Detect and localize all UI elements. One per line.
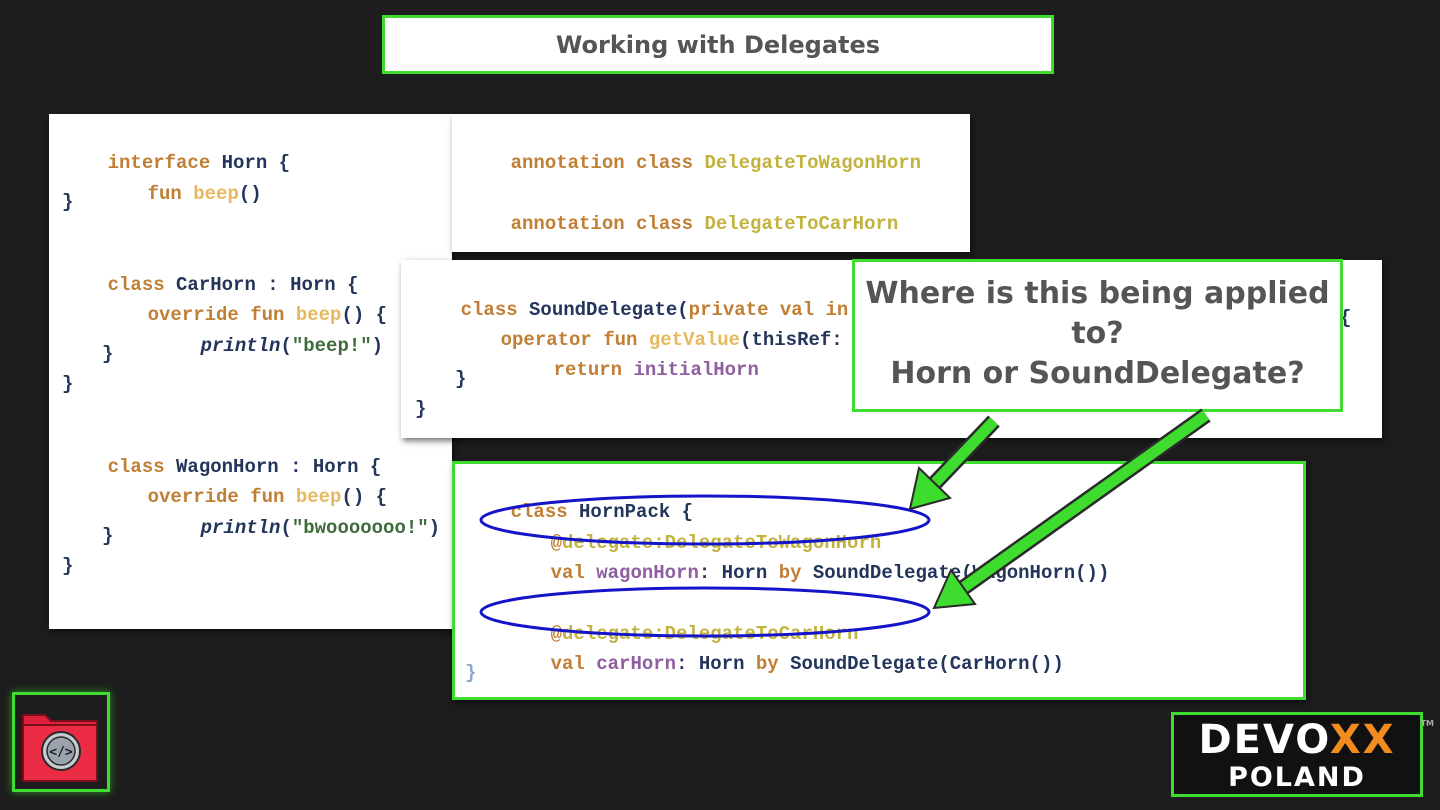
code-line: annotation class DelegateToWagonHorn (510, 152, 922, 174)
devoxx-city: POLAND (1228, 762, 1366, 793)
code-line: } (62, 373, 74, 395)
code-line: println("beep!") (200, 335, 384, 357)
hornpack-code-panel: class HornPack { @delegate:DelegateToWag… (452, 461, 1306, 700)
callout-line-1: Where is this being applied to? (865, 276, 1330, 351)
code-line: override fun beep() { (147, 304, 388, 326)
code-line: class WagonHorn : Horn { (107, 456, 382, 478)
carhorn-highlight-ellipse (479, 586, 931, 638)
code-line: return initialHorn (553, 359, 759, 381)
code-line: } (465, 662, 477, 684)
speaker-logo-badge: </> (12, 692, 110, 792)
code-line: { (1340, 307, 1352, 329)
code-line: val wagonHorn: Horn by SoundDelegate(Wag… (550, 562, 1110, 584)
annotations-code-panel: annotation class DelegateToWagonHorn ann… (452, 114, 970, 252)
code-line: fun beep() (147, 183, 262, 205)
code-line: } (102, 343, 114, 365)
code-line: override fun beep() { (147, 486, 388, 508)
code-line: class SoundDelegate(private val in (460, 299, 849, 321)
wagonhorn-highlight-ellipse (479, 494, 931, 546)
arrow-to-carhorn (932, 408, 1211, 610)
code-line: } (102, 525, 114, 547)
trademark-mark: TM (1420, 719, 1434, 728)
code-line: println("bwooooooo!") (200, 517, 441, 539)
code-line: } (415, 398, 427, 420)
code-line: interface Horn { (107, 152, 291, 174)
devoxx-wordmark: DEVOXX (1198, 717, 1396, 763)
code-line: operator fun getValue(thisRef: (500, 329, 843, 351)
code-line: } (62, 191, 74, 213)
devoxx-poland-logo: DEVOXX POLAND TM (1171, 712, 1434, 797)
horn-code-panel: interface Horn { fun beep() } class CarH… (49, 114, 452, 629)
slide-title: Working with Delegates (382, 15, 1054, 74)
arrow-to-wagonhorn (908, 415, 1000, 511)
code-line: } (62, 555, 74, 577)
code-line: val carHorn: Horn by SoundDelegate(CarHo… (550, 653, 1064, 675)
code-line: @delegate:DelegateToCarHorn (550, 623, 859, 645)
callout-line-2: Horn or SoundDelegate? (890, 356, 1305, 391)
question-callout: Where is this being applied to? Horn or … (852, 259, 1343, 412)
code-line: class CarHorn : Horn { (107, 274, 359, 296)
code-folder-icon: </> (22, 714, 98, 782)
svg-text:</>: </> (49, 745, 73, 760)
code-line: } (455, 368, 467, 390)
code-line: annotation class DelegateToCarHorn (510, 213, 899, 235)
